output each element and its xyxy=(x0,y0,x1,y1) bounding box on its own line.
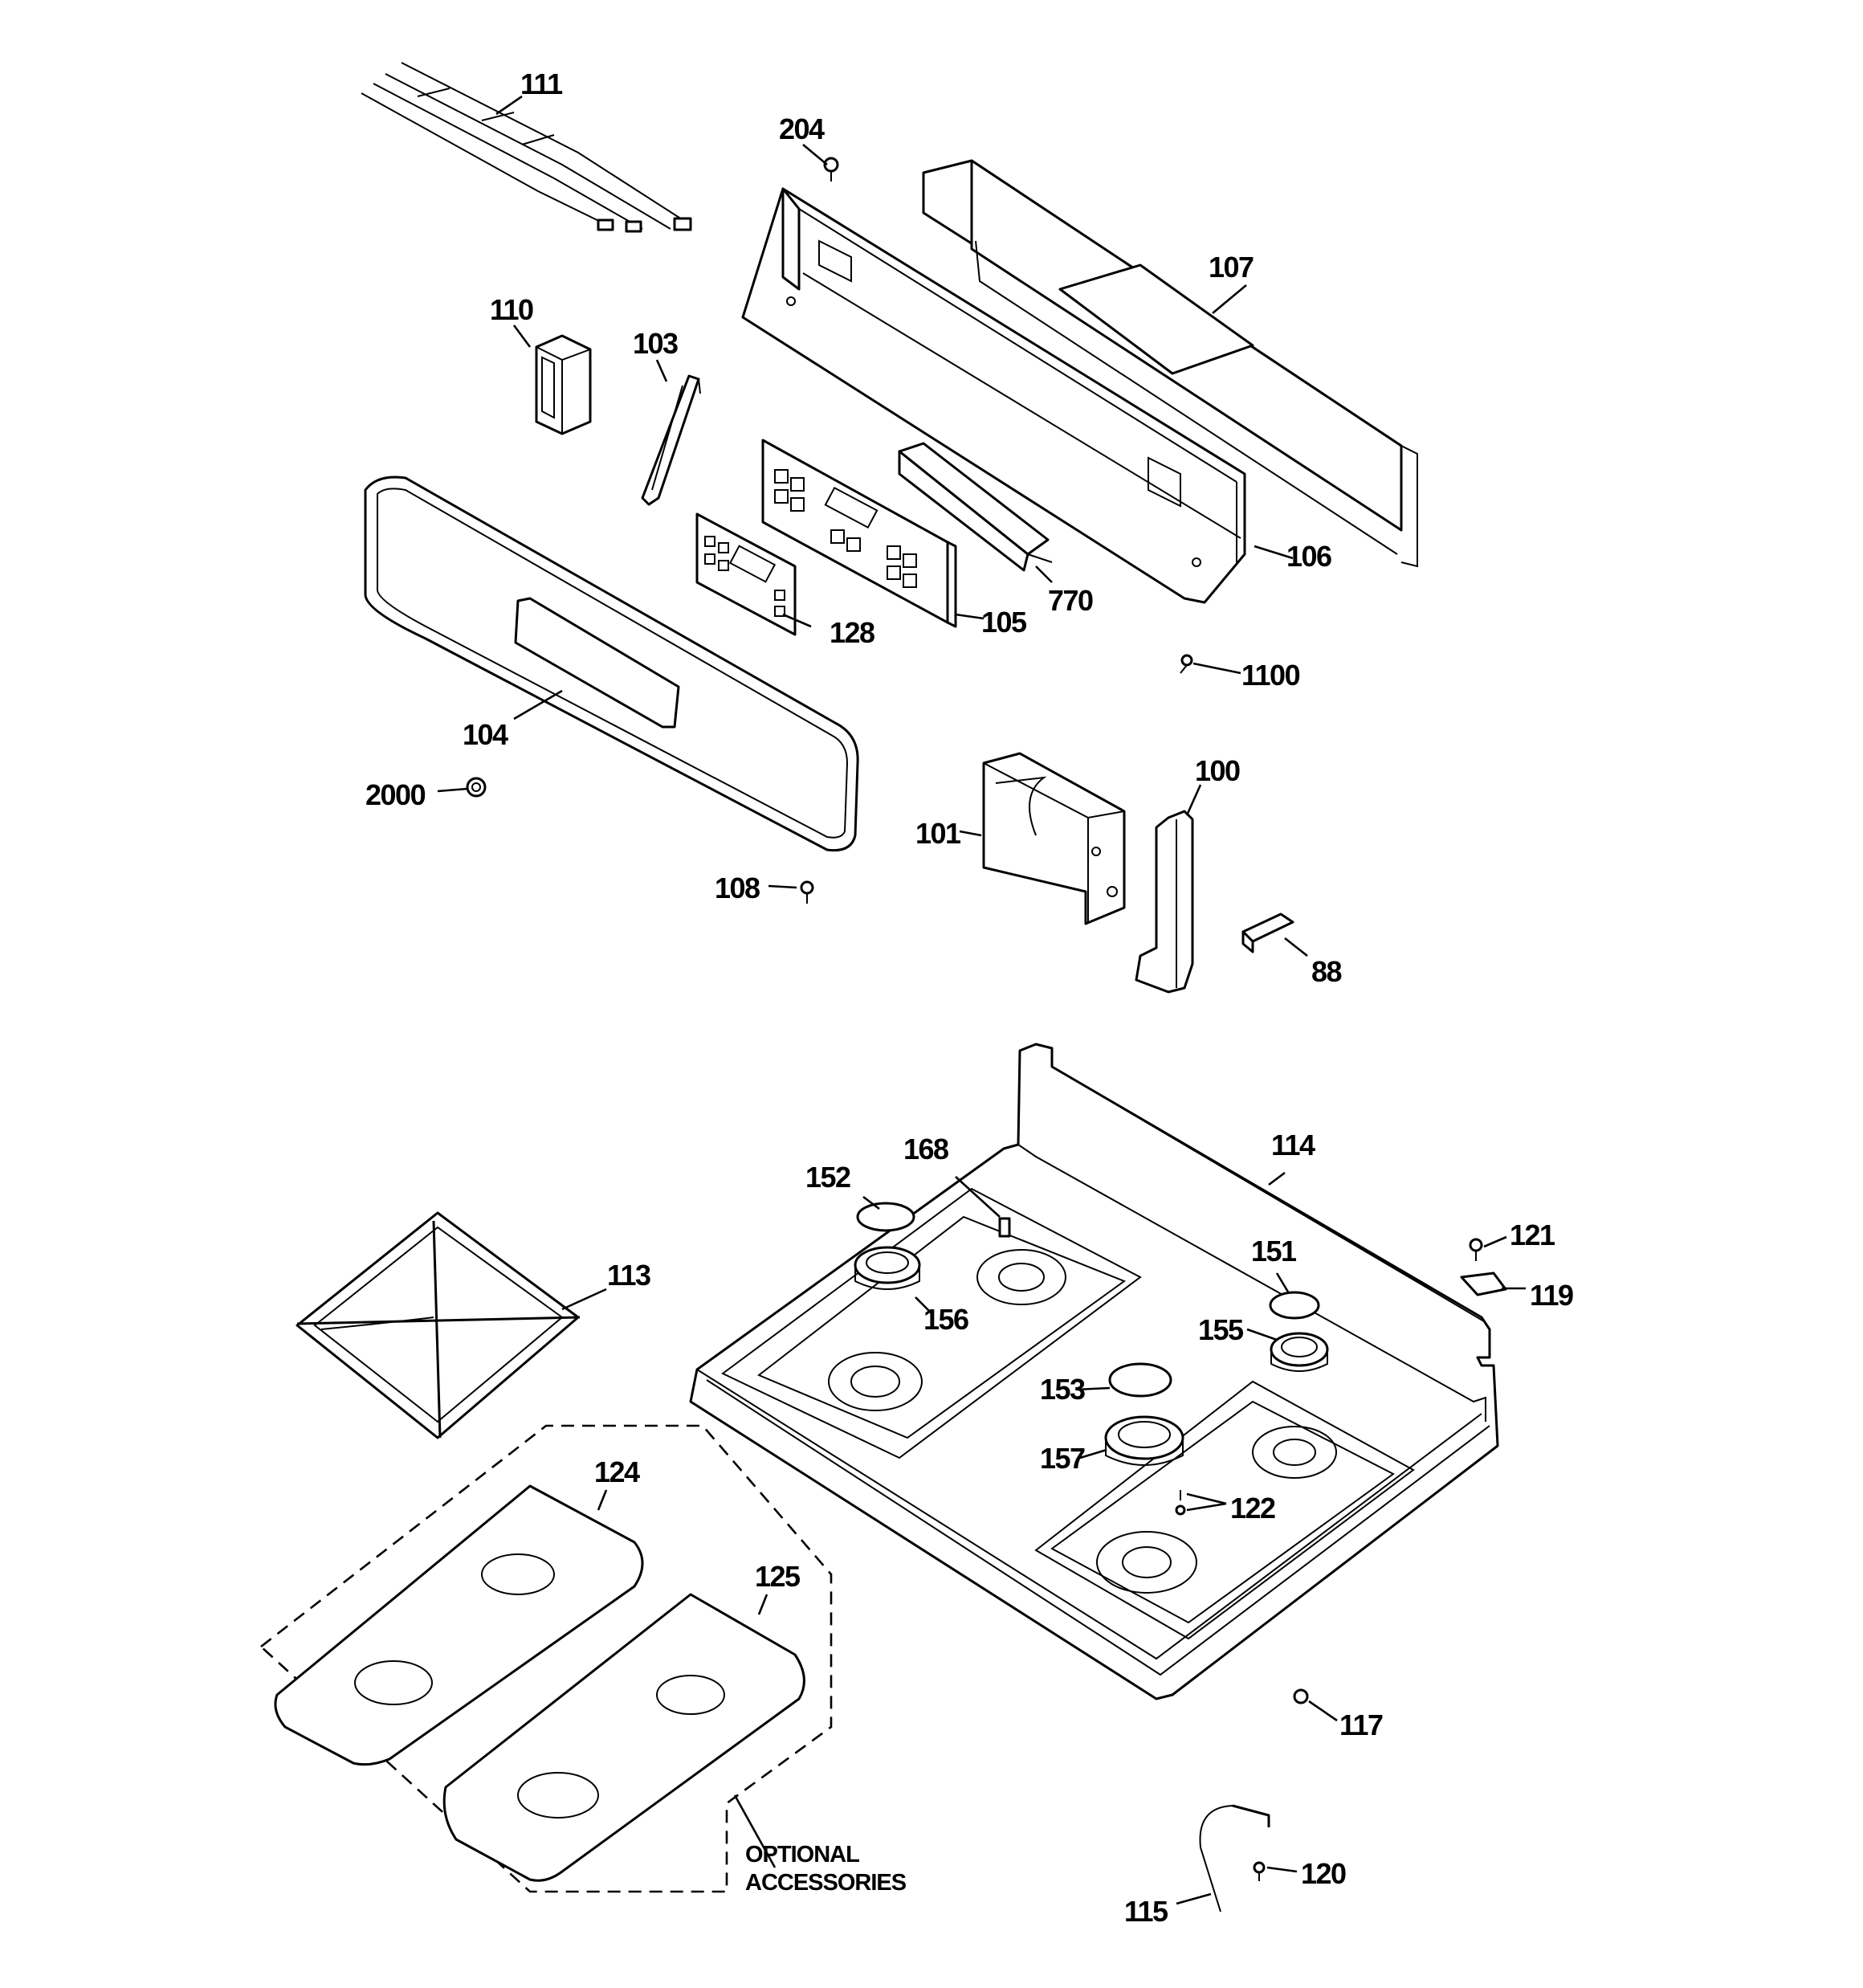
callout-88: 88 xyxy=(1311,955,1342,988)
callout-124: 124 xyxy=(594,1455,640,1488)
part-105-control-board xyxy=(761,439,957,628)
part-101-bracket xyxy=(982,752,1126,925)
callout-121: 121 xyxy=(1510,1219,1555,1251)
callout-1100: 1100 xyxy=(1241,659,1300,692)
callout-104: 104 xyxy=(463,718,508,751)
callout-155: 155 xyxy=(1198,1313,1244,1346)
optional-accessories-group xyxy=(259,1424,833,1893)
part-106-backsplash-bracket xyxy=(741,187,1246,604)
part-2000-nut xyxy=(466,777,487,798)
callout-111: 111 xyxy=(520,67,563,100)
part-128-overlay xyxy=(695,512,797,636)
part-107-rear-cover xyxy=(922,159,1418,568)
optional-accessories-label-line1: OPTIONAL xyxy=(745,1842,859,1868)
part-117-nut xyxy=(1293,1688,1309,1704)
part-168-igniter xyxy=(998,1217,1011,1238)
callout-153: 153 xyxy=(1040,1373,1085,1406)
part-103-strap xyxy=(641,374,701,506)
callout-100: 100 xyxy=(1195,754,1240,787)
part-770-light-bar xyxy=(898,442,1053,572)
part-114-cooktop xyxy=(689,1043,1499,1700)
callout-770: 770 xyxy=(1048,584,1093,617)
callout-107: 107 xyxy=(1209,251,1254,284)
callout-114: 114 xyxy=(1271,1129,1315,1161)
part-122-screw xyxy=(1175,1490,1186,1516)
part-100-side-trim xyxy=(1135,810,1194,994)
callout-101: 101 xyxy=(915,817,961,850)
part-104-control-panel xyxy=(364,476,859,852)
part-156-burner-head xyxy=(854,1246,921,1290)
callout-2000: 2000 xyxy=(365,778,426,811)
callout-110: 110 xyxy=(490,293,533,326)
callout-122: 122 xyxy=(1230,1492,1275,1525)
part-1100-screw xyxy=(1180,654,1193,674)
callout-128: 128 xyxy=(830,616,874,649)
part-204-screw xyxy=(823,157,839,182)
callout-120: 120 xyxy=(1301,1857,1346,1890)
optional-accessories-label-line2: ACCESSORIES xyxy=(745,1870,907,1896)
part-155-burner-head xyxy=(1270,1332,1329,1372)
callout-labels: 111 204 107 110 103 106 770 105 128 1100… xyxy=(365,67,1575,1928)
callout-157: 157 xyxy=(1040,1442,1085,1475)
part-124-drip-pan xyxy=(274,1484,644,1766)
part-125-drip-pan xyxy=(442,1593,805,1882)
part-108-screw xyxy=(800,880,814,904)
part-113-grate xyxy=(296,1211,581,1439)
callout-168: 168 xyxy=(903,1133,948,1165)
callout-103: 103 xyxy=(633,327,678,360)
part-152-burner-cap xyxy=(856,1202,915,1232)
callout-119: 119 xyxy=(1530,1279,1573,1312)
part-119-bracket xyxy=(1460,1272,1507,1296)
callout-108: 108 xyxy=(715,872,760,904)
callout-117: 117 xyxy=(1339,1708,1383,1741)
part-110-relay xyxy=(535,334,592,435)
leader-lines xyxy=(437,95,1526,1905)
callout-125: 125 xyxy=(755,1560,801,1593)
callout-105: 105 xyxy=(981,606,1027,639)
part-151-burner-cap xyxy=(1269,1291,1320,1320)
part-157-burner-head xyxy=(1104,1415,1184,1466)
part-88-clip xyxy=(1241,912,1294,953)
callout-151: 151 xyxy=(1251,1235,1297,1268)
part-121-screw xyxy=(1469,1238,1483,1261)
callout-204: 204 xyxy=(779,112,825,145)
part-120-screw xyxy=(1253,1861,1266,1881)
callout-106: 106 xyxy=(1286,540,1331,573)
callout-156: 156 xyxy=(923,1303,968,1336)
part-153-burner-cap xyxy=(1108,1362,1172,1398)
callout-152: 152 xyxy=(805,1161,850,1194)
callout-113: 113 xyxy=(607,1259,650,1292)
callout-115: 115 xyxy=(1124,1895,1168,1928)
part-111-wire-harness xyxy=(361,62,692,233)
part-115-tube xyxy=(1199,1804,1270,1912)
